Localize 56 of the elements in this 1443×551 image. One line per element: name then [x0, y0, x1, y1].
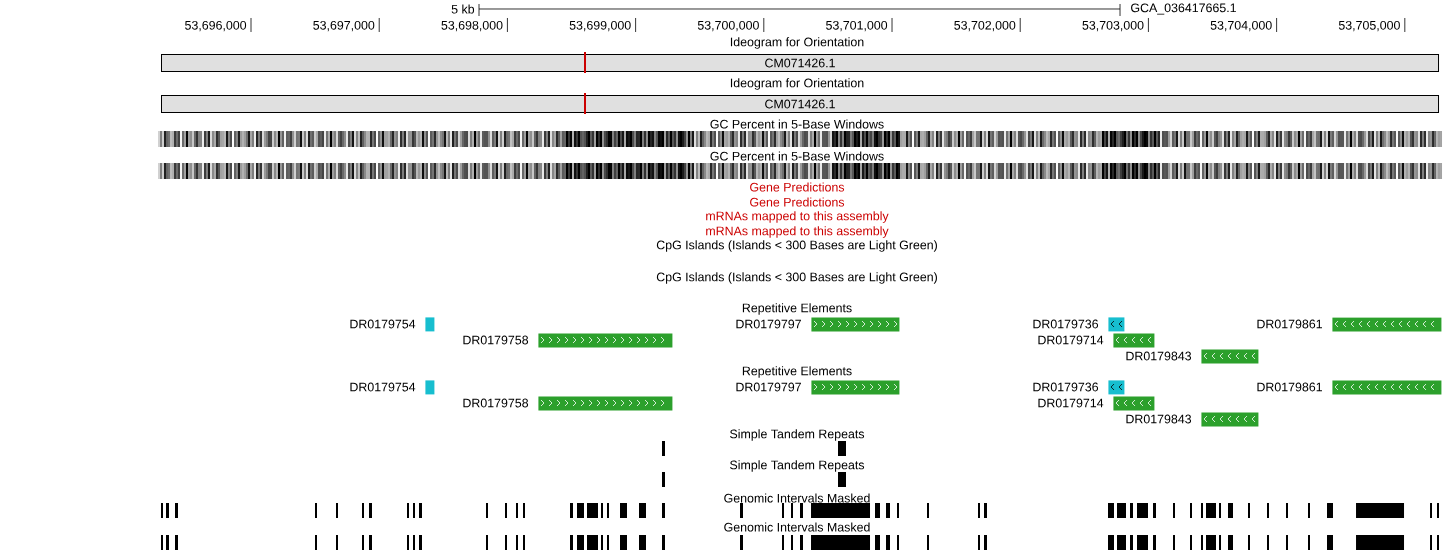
feature-label: DR0179758	[463, 335, 529, 345]
repeat-feature-bar	[425, 317, 435, 332]
scale-label: 5 kb	[451, 4, 475, 14]
ruler-tick: 53,704,000	[1210, 17, 1277, 33]
feature-label: DR0179714	[1038, 335, 1104, 345]
repeat-feature-bar	[1332, 380, 1442, 395]
track-title: Simple Tandem Repeats	[730, 460, 865, 472]
repeat-feature-bar	[1108, 317, 1125, 332]
feature-label: DR0179754	[350, 382, 416, 392]
ideogram-bar: CM071426.1	[161, 95, 1439, 113]
feature-label: DR0179758	[463, 398, 529, 408]
track-title: CpG Islands (Islands < 300 Bases are Light Green)	[656, 272, 937, 284]
track-title: Simple Tandem Repeats	[730, 429, 865, 441]
track-title: GC Percent in 5-Base Windows	[710, 151, 884, 161]
repeat-feature-bar	[1332, 317, 1442, 332]
repeat-feature-bar	[811, 380, 900, 395]
track-title: Genomic Intervals Masked	[724, 522, 870, 532]
ruler-tick: 53,699,000	[569, 17, 636, 33]
feature-label: DR0179861	[1257, 319, 1322, 329]
feature-label: DR0179736	[1033, 319, 1099, 329]
feature-label: DR0179861	[1257, 382, 1322, 392]
track-title: Repetitive Elements	[742, 366, 852, 378]
track-title: Gene Predictions	[750, 197, 845, 207]
ruler-tick: 53,703,000	[1082, 17, 1149, 33]
feature-label: DR0179797	[736, 319, 801, 329]
repeat-feature-bar	[1113, 396, 1155, 411]
repeat-feature-bar	[1108, 380, 1125, 395]
ruler-tick: 53,698,000	[441, 17, 508, 33]
track-title: mRNAs mapped to this assembly	[706, 211, 889, 223]
ruler-tick: 53,702,000	[954, 17, 1021, 33]
feature-label: DR0179843	[1126, 351, 1192, 361]
ideogram-bar: CM071426.1	[161, 54, 1439, 72]
feature-label: DR0179714	[1038, 398, 1104, 408]
feature-label: DR0179797	[736, 382, 801, 392]
repeat-feature-bar	[1201, 349, 1259, 364]
track-title: Gene Predictions	[750, 182, 845, 192]
ruler-tick: 53,696,000	[185, 17, 252, 33]
ruler-tick: 53,700,000	[697, 17, 765, 33]
repeat-feature-bar	[1113, 333, 1155, 348]
ruler-tick: 53,705,000	[1338, 17, 1406, 33]
track-title: CpG Islands (Islands < 300 Bases are Light Green)	[656, 240, 937, 252]
repeat-feature-bar	[538, 396, 673, 411]
repeat-feature-bar	[538, 333, 673, 348]
track-title: Ideogram for Orientation	[730, 78, 864, 90]
feature-label: DR0179754	[350, 319, 416, 329]
assembly-label: GCA_036417665.1	[1131, 3, 1236, 15]
repeat-feature-bar	[1201, 412, 1259, 427]
repeat-feature-bar	[425, 380, 435, 395]
track-title: Genomic Intervals Masked	[724, 493, 870, 503]
ruler-tick: 53,697,000	[313, 17, 380, 33]
ruler-tick: 53,701,000	[826, 17, 893, 33]
feature-label: DR0179843	[1126, 414, 1192, 424]
track-title: Repetitive Elements	[742, 303, 852, 315]
repeat-feature-bar	[811, 317, 900, 332]
feature-label: DR0179736	[1033, 382, 1099, 392]
track-title: mRNAs mapped to this assembly	[706, 226, 889, 238]
